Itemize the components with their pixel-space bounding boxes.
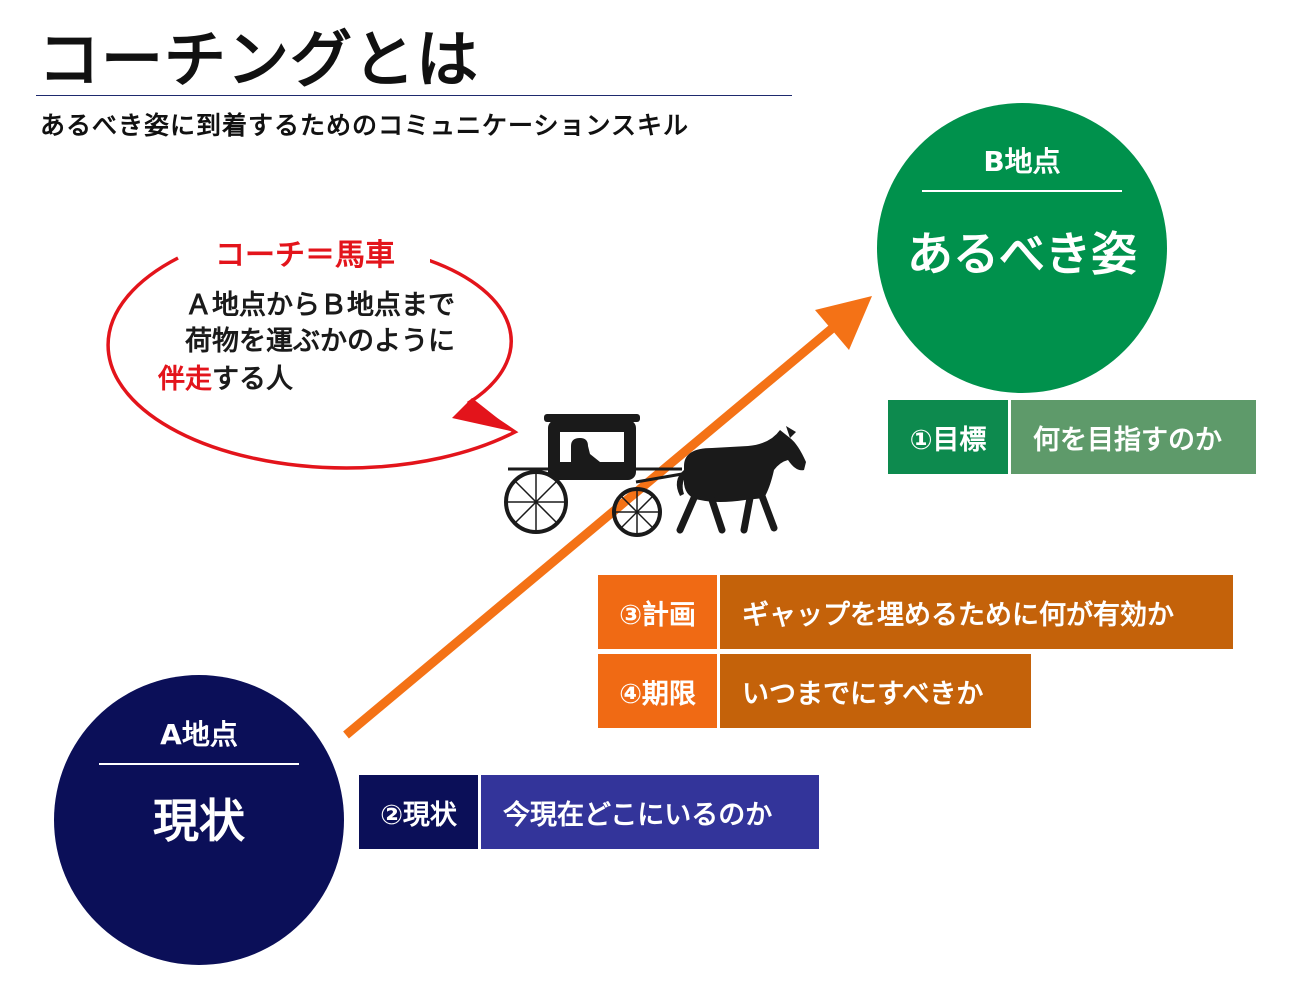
step-deadline-label: ④期限	[598, 654, 717, 728]
step-goal-row: ①目標 何を目指すのか	[888, 400, 1256, 474]
carriage-icon	[504, 414, 683, 537]
point-a-circle: A地点 現状	[54, 675, 344, 965]
step-plan-label: ③計画	[598, 575, 717, 649]
point-a-divider	[99, 763, 299, 765]
bubble-text-tail: する人	[212, 364, 293, 395]
bubble-text-line2: 荷物を運ぶかのように	[185, 326, 455, 357]
step-goal-label: ①目標	[888, 400, 1008, 474]
point-a-title: 現状	[153, 794, 245, 848]
page-subtitle: あるべき姿に到着するためのコミュニケーションスキル	[40, 111, 690, 140]
point-b-divider	[922, 190, 1122, 192]
title-underline	[36, 95, 792, 96]
step-deadline-text: いつまでにすべきか	[720, 654, 1031, 728]
step-current-row: ②現状 今現在どこにいるのか	[359, 775, 819, 849]
bubble-emphasis: 伴走	[158, 364, 212, 395]
step-plan-text: ギャップを埋めるために何が有効か	[720, 575, 1233, 649]
bubble-text-line3: 伴走する人	[158, 362, 293, 398]
step-plan-row: ③計画 ギャップを埋めるために何が有効か	[598, 575, 1233, 649]
point-b-title: あるべき姿	[907, 227, 1137, 281]
step-current-text: 今現在どこにいるのか	[481, 775, 819, 849]
bubble-title: コーチ＝馬車	[180, 236, 430, 276]
page-title: コーチングとは	[38, 23, 480, 96]
point-b-label: B地点	[983, 145, 1061, 178]
point-a-label: A地点	[160, 718, 238, 751]
step-goal-text: 何を目指すのか	[1011, 400, 1256, 474]
speech-bubble	[106, 256, 519, 470]
bubble-text-line1: Ａ地点からＢ地点まで	[185, 290, 455, 321]
step-current-label: ②現状	[359, 775, 478, 849]
point-b-circle: B地点 あるべき姿	[877, 103, 1167, 393]
step-deadline-row: ④期限 いつまでにすべきか	[598, 654, 1031, 728]
arrow-icon	[343, 296, 872, 739]
horse-icon	[676, 426, 806, 534]
